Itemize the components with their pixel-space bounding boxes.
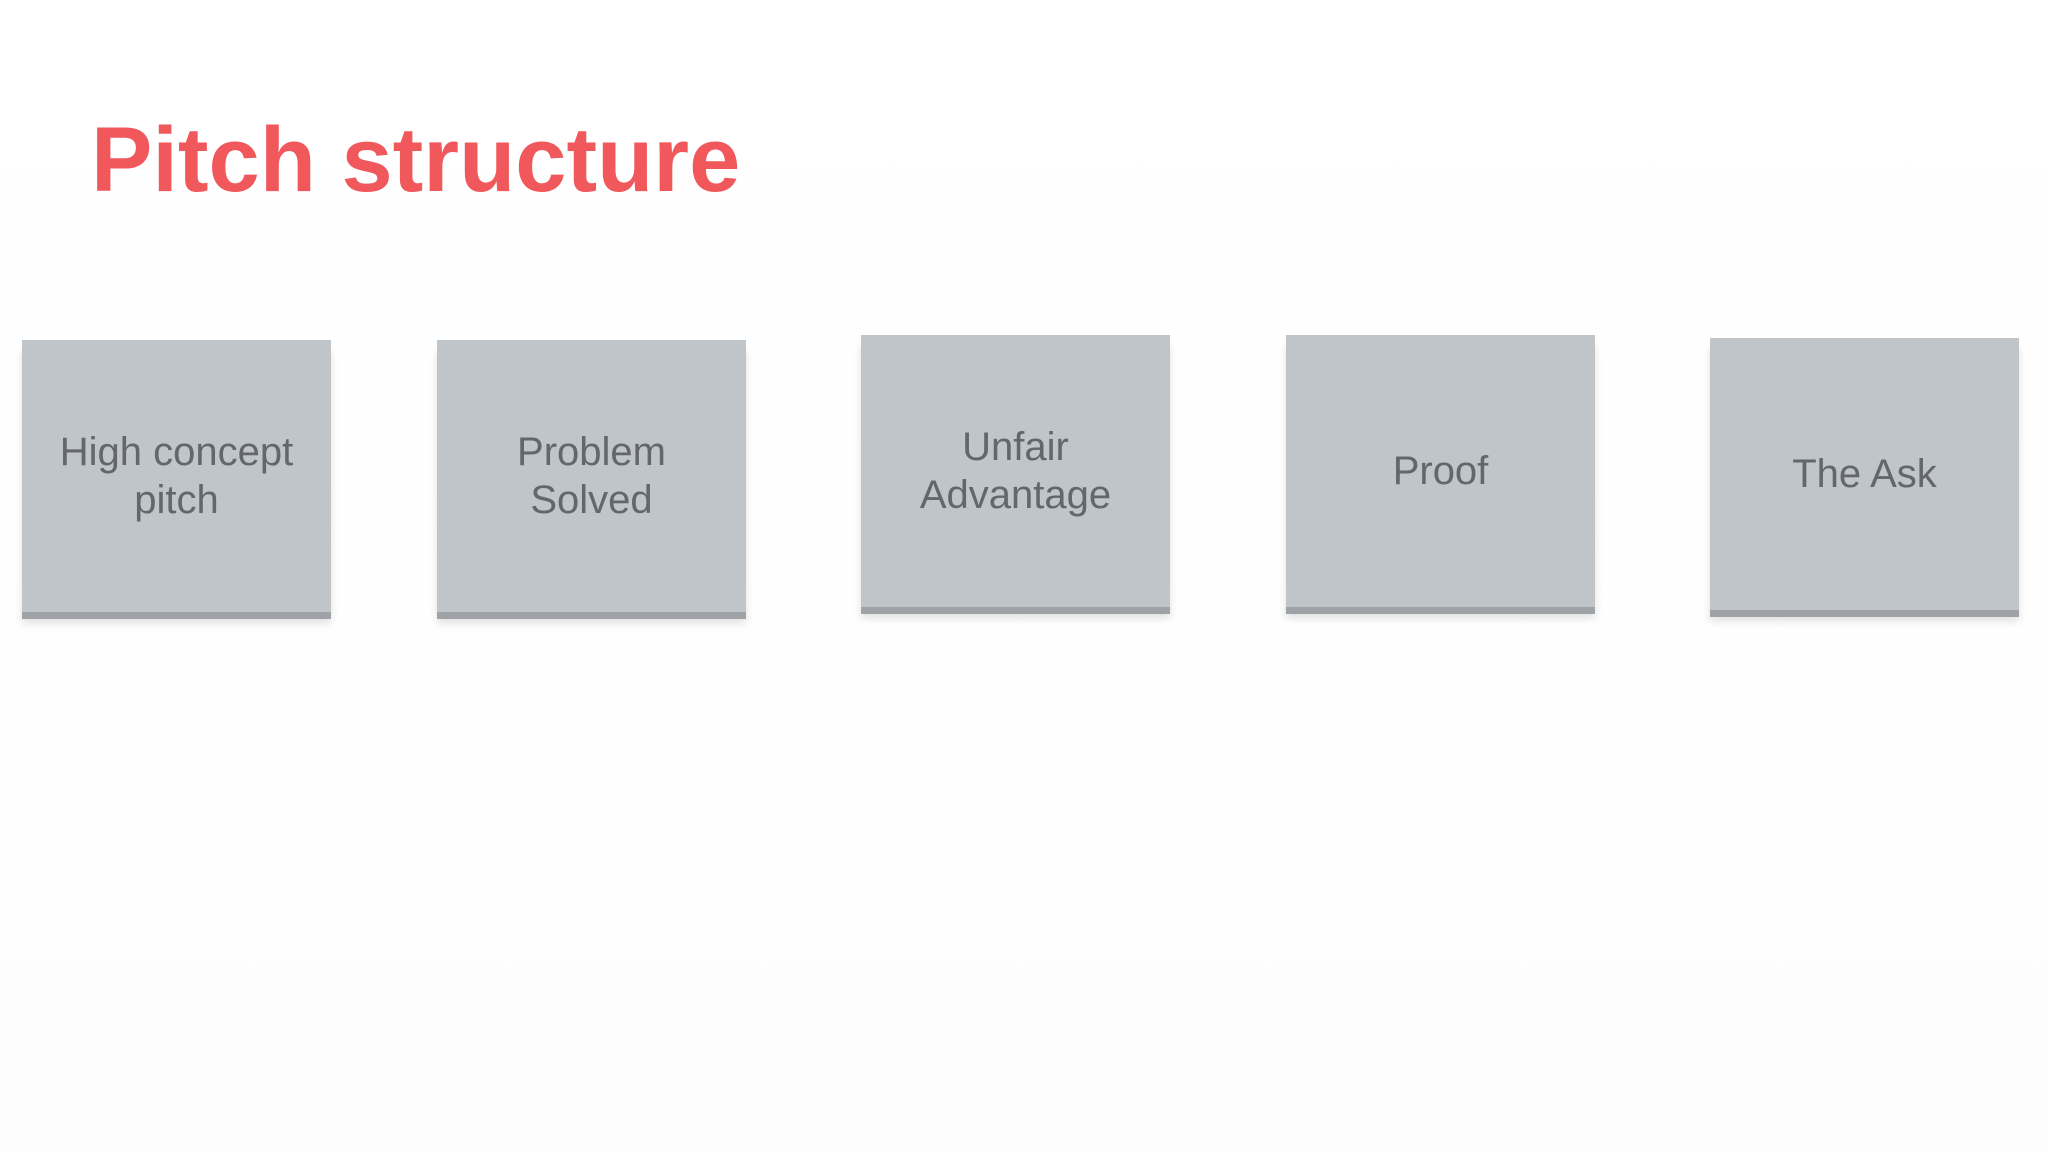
step-label: The Ask (1792, 452, 1937, 496)
step-label: Unfair Advantage (919, 425, 1112, 517)
step-label: Problem Solved (517, 430, 666, 522)
slide-title: Pitch structure (91, 109, 741, 211)
step-box-unfair-advantage: Unfair Advantage (861, 335, 1170, 607)
step-label: Proof (1392, 449, 1489, 493)
step-box-proof: Proof (1286, 335, 1595, 607)
step-box-problem-solved: Problem Solved (437, 340, 746, 612)
step-label: High concept pitch (59, 430, 294, 522)
step-box-the-ask: The Ask (1710, 338, 2019, 610)
step-box-high-concept-pitch: High concept pitch (22, 340, 331, 612)
